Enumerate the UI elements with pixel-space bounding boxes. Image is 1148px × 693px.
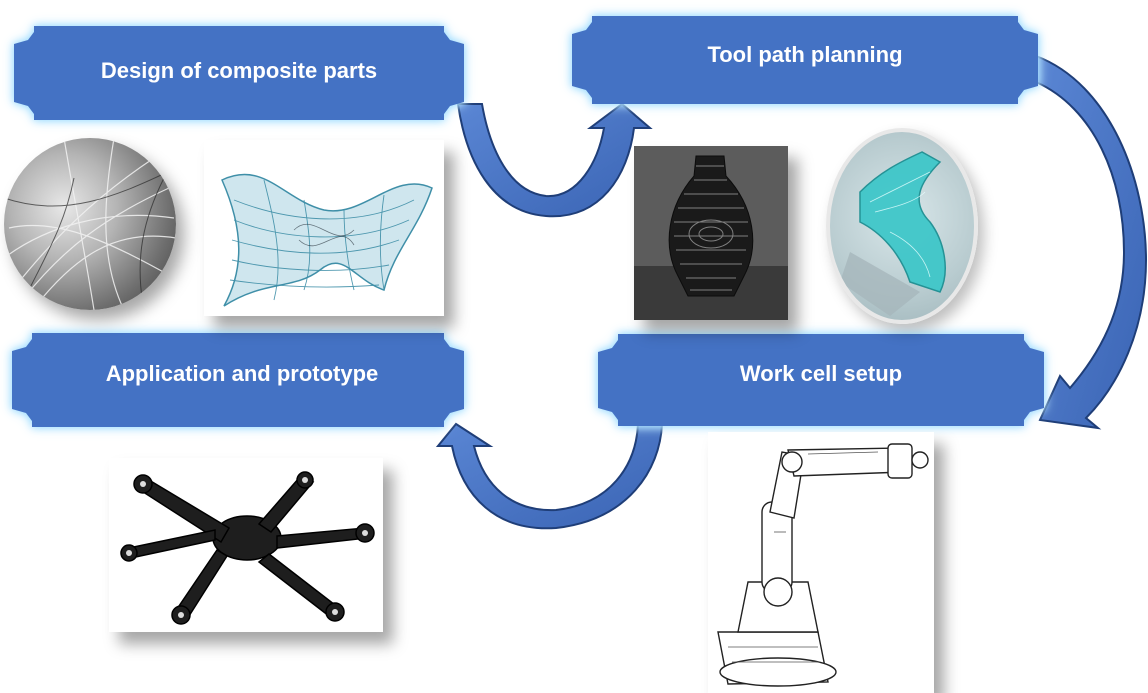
star-part-image	[109, 458, 383, 632]
arrow-toolpath-to-workcell	[1035, 54, 1148, 430]
step-application-label: Application and prototype	[105, 361, 379, 386]
step-toolpath-banner: Tool path planning	[572, 16, 1038, 104]
robot-arm-image	[708, 432, 934, 693]
vase-render-image	[634, 146, 788, 320]
step-design-banner: Design of composite parts	[14, 26, 464, 120]
step-workcell-label: Work cell setup	[739, 361, 903, 386]
banner-shape	[598, 334, 1044, 426]
freeform-surface-image	[204, 140, 444, 316]
fiber-photo-image	[4, 138, 176, 310]
step-design-label: Design of composite parts	[100, 58, 378, 83]
banner-shape	[12, 333, 464, 427]
step-application-banner: Application and prototype	[12, 333, 464, 427]
arrow-design-to-toolpath	[456, 102, 653, 218]
step-toolpath-label: Tool path planning	[707, 42, 903, 67]
mold-render-image	[826, 128, 978, 324]
banner-shape	[14, 26, 464, 120]
step-workcell-banner: Work cell setup	[598, 334, 1044, 426]
banner-shape	[572, 16, 1038, 104]
arrow-workcell-to-application	[435, 422, 664, 530]
